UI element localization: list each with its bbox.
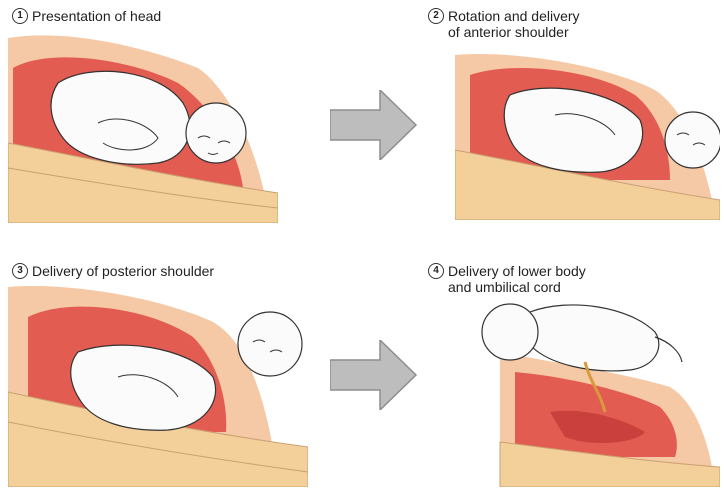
step-4-text-line-1: Delivery of lower body: [448, 263, 586, 279]
step-1-number: 1: [12, 8, 28, 24]
step-1-text: Presentation of head: [32, 8, 161, 24]
arrow-right-icon: [330, 340, 418, 410]
step-2-text-line-2: of anterior shoulder: [448, 24, 580, 40]
arrow-right-icon: [330, 90, 418, 160]
panel-3-illustration: [8, 282, 308, 487]
step-3-text: Delivery of posterior shoulder: [32, 263, 214, 279]
panel-1-illustration: [8, 28, 278, 223]
step-2-text-line-1: Rotation and delivery: [448, 8, 580, 24]
step-4-number: 4: [428, 263, 444, 279]
step-3-label: 3 Delivery of posterior shoulder: [12, 263, 214, 279]
fetus-head: [665, 112, 720, 168]
fetus-head: [238, 312, 302, 376]
step-2-label: 2 Rotation and delivery of anterior shou…: [428, 8, 580, 40]
panel-2-illustration: [455, 50, 720, 220]
fetus-head: [482, 304, 538, 360]
step-3-number: 3: [12, 263, 28, 279]
step-4-label: 4 Delivery of lower body and umbilical c…: [428, 263, 586, 295]
step-1-label: 1 Presentation of head: [12, 8, 161, 24]
step-2-number: 2: [428, 8, 444, 24]
panel-4-illustration: [470, 292, 720, 487]
